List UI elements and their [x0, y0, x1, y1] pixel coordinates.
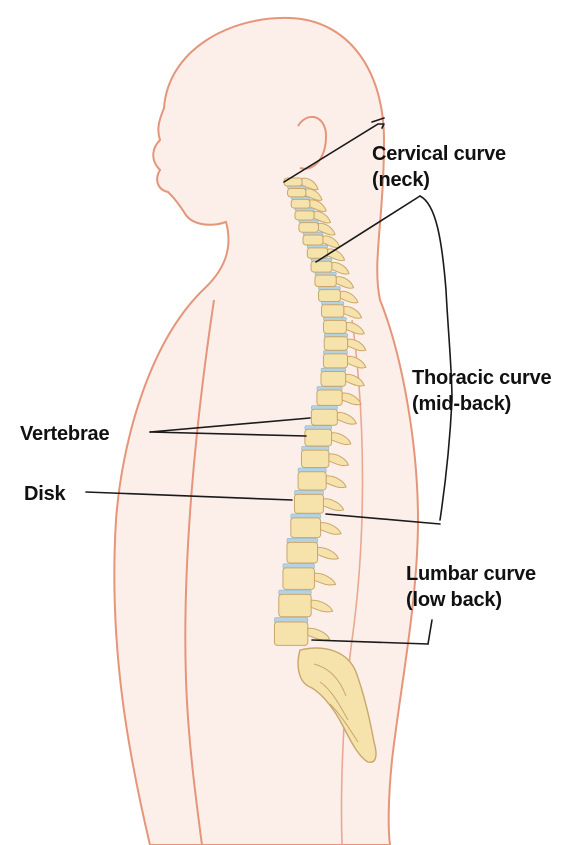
lumbar-bracket: [428, 620, 432, 644]
vertebra: [299, 223, 319, 233]
vertebra: [322, 305, 344, 317]
vertebra: [288, 189, 306, 197]
vertebra: [301, 450, 328, 467]
vertebrae-label: Vertebrae: [20, 423, 109, 445]
vertebra: [295, 494, 324, 513]
vertebra: [323, 354, 347, 368]
cervical-curve-sublabel: (neck): [372, 169, 430, 191]
vertebra: [324, 337, 347, 350]
thoracic-bracket: [420, 196, 452, 520]
thoracic-curve-sublabel: (mid-back): [412, 393, 511, 415]
vertebra: [298, 472, 326, 490]
vertebra: [287, 542, 318, 563]
vertebra: [291, 518, 321, 538]
vertebra: [291, 199, 310, 208]
vertebra: [323, 320, 346, 333]
vertebra: [284, 178, 302, 186]
vertebra: [295, 211, 314, 220]
vertebra: [303, 235, 323, 245]
thoracic-curve-label: Thoracic curve: [412, 367, 552, 389]
lumbar-curve-label: Lumbar curve: [406, 563, 536, 585]
vertebra: [315, 275, 336, 286]
vertebra: [311, 409, 337, 425]
vertebra: [274, 622, 307, 645]
cervical-curve-label: Cervical curve: [372, 143, 506, 165]
vertebra: [283, 568, 315, 590]
disk-label: Disk: [24, 483, 67, 505]
vertebra: [305, 429, 332, 446]
vertebra: [319, 290, 341, 302]
vertebra: [321, 372, 346, 387]
vertebra: [279, 594, 311, 616]
vertebra: [311, 261, 332, 272]
lumbar-curve-sublabel: (low back): [406, 589, 502, 611]
vertebra: [317, 390, 342, 405]
